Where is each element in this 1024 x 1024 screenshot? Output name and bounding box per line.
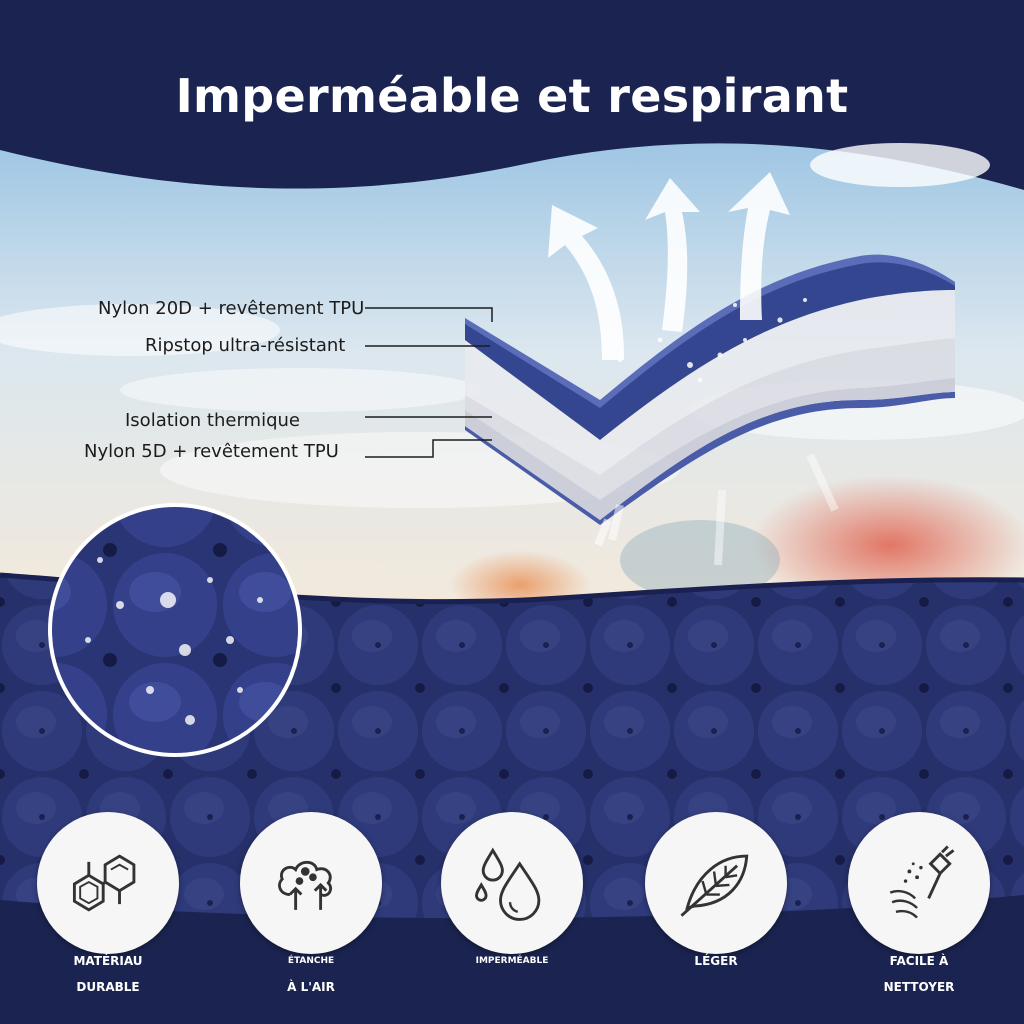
feature-light: LÉGER: [645, 812, 787, 968]
water-drops-icon: [475, 847, 541, 921]
feature-line1: FACILE À: [889, 954, 949, 968]
spray-clean-icon: [889, 845, 955, 919]
layer-label-ripstop: Ripstop ultra-résistant: [145, 335, 346, 356]
feature-line2: DURABLE: [76, 980, 140, 994]
feature-durable: MATÉRIAU DURABLE: [37, 812, 179, 994]
breathable-arrows: [548, 172, 839, 566]
molecule-icon: [72, 854, 136, 912]
fabric-layers: [465, 254, 955, 525]
layer-label-isolation: Isolation thermique: [125, 410, 300, 431]
feature-line2: NETTOYER: [883, 980, 955, 994]
zoom-detail: [48, 503, 302, 757]
feature-line2: À L'AIR: [287, 980, 335, 994]
feature-line1: ÉTANCHE: [287, 956, 335, 966]
leader-lines: [365, 307, 493, 458]
layer-label-nylon-20d: Nylon 20D + revêtement TPU: [98, 298, 365, 319]
feature-waterproof: IMPERMÉABLE: [441, 812, 583, 966]
leaf-icon: [680, 854, 749, 917]
feature-line1: LÉGER: [694, 954, 738, 968]
feature-line1: IMPERMÉABLE: [475, 956, 549, 966]
feature-line1: MATÉRIAU: [73, 954, 143, 968]
feature-airtight: ÉTANCHE À L'AIR: [240, 812, 382, 994]
air-trees-icon: [278, 860, 333, 910]
layer-label-nylon-5d: Nylon 5D + revêtement TPU: [84, 441, 339, 462]
feature-easy-clean: FACILE À NETTOYER: [848, 812, 990, 994]
page-title: Imperméable et respirant: [175, 68, 849, 123]
